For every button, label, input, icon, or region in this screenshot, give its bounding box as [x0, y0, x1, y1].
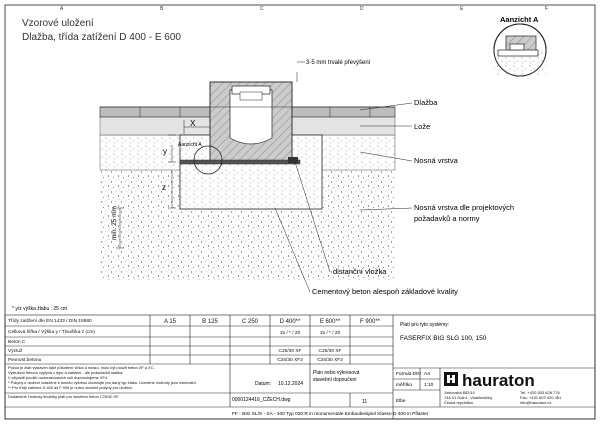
drawing-title: Vzorové uložení [22, 18, 94, 29]
table-row3-label: Výztuž [8, 348, 23, 354]
note-line: V případě použití rozmrazovacích solí do… [8, 375, 108, 380]
leader-lines [274, 102, 413, 293]
note-line: ** Pro třídy zatížení D 400 až F 900 je … [8, 385, 133, 390]
format-label: Formát DIN [396, 371, 421, 377]
class-c250: C 250 [242, 319, 259, 325]
footer-code: FF - BIG SL/S - SA - 100 Typ 020 R in mo… [232, 411, 429, 417]
grid-letter: C [260, 6, 264, 12]
callout-paving: Dlažba [414, 98, 438, 107]
product-label: Platí pro tyto systémy: [400, 322, 449, 328]
grid-letter: A [60, 6, 64, 12]
date-label: Datum: [255, 381, 271, 387]
dim-y-label: y [163, 147, 167, 156]
grid-letter: B [160, 6, 164, 12]
aanzicht-a-label: Aanzicht A [500, 15, 539, 24]
date-value: 10.12.2024 [278, 381, 303, 387]
cell-e-row3: C25/30 XF [319, 348, 342, 354]
aanzicht-a-inset: Aanzicht A [493, 15, 547, 77]
scale-label: měřítko [396, 382, 412, 388]
contact-line: Fax: +420 603 420 451 [520, 395, 562, 400]
table-header-desc: Třídy zatížení dle EN 1433 / DIN 19580 [8, 318, 92, 324]
table-row4-label: Pevnost betonu [8, 357, 42, 363]
drawing-number: 0000124416_CZECH.dwg [232, 397, 291, 403]
company-name: hauraton [462, 371, 535, 390]
class-e600: E 600** [320, 319, 341, 325]
callout-concrete: Cementový beton alespoň základové kvalit… [312, 287, 458, 296]
grid-letter: F [545, 6, 548, 12]
class-b125: B 125 [202, 319, 218, 325]
stamp-line-1: Plán nebo výkresová [313, 370, 360, 376]
dimension-note: 3-5 mm trvalé převýšení [306, 60, 371, 66]
note-line: Pokud je žlab vystaven také působení vlh… [8, 365, 155, 370]
address-line: 748 01 Dolní - Vsačkovičky [444, 395, 492, 400]
class-a15: A 15 [164, 319, 177, 325]
note-line: * Pokyny k uložení vztažené k tomuto výk… [8, 380, 197, 385]
sheet-number: 11 [362, 399, 367, 405]
scale-value: 1:10 [424, 382, 434, 388]
callout-bedding: Lože [414, 122, 430, 131]
contact-line: Tel. +420 553 628 776 [520, 390, 560, 395]
note-line: Vyztužení betonu vyplývá z typu a zatíže… [8, 370, 123, 375]
dim-x-label: X [190, 119, 196, 128]
callout-project-base-1: Nosná vrstva dle projektových [414, 203, 514, 212]
dim-z-label: z [162, 183, 166, 192]
grid-letter: D [360, 6, 364, 12]
stamp-line-2: stavební dopoučení [313, 377, 357, 383]
address-line: Jinkovská 852/10 [444, 390, 476, 395]
cell-d-row2: 15 / * / 20 [280, 330, 301, 336]
grid-letters: A B C D E F [60, 6, 548, 12]
cell-e-row4: C25/30 XF3 [317, 357, 343, 363]
cell-d-row3: C25/30 XF [279, 348, 302, 354]
grid-letter: E [460, 6, 464, 12]
class-d400: D 400** [280, 319, 301, 325]
detail-a-label: Aanzicht A [178, 142, 202, 148]
callout-base-layer: Nosná vrstva [414, 156, 459, 165]
product-name: FASERFIX BIG SLG 100, 150 [400, 335, 487, 342]
dim-min-label: min. 25 mm [111, 206, 118, 240]
table-row2-label: Beton C [8, 339, 26, 345]
callout-project-base-2: požadavků a normy [414, 214, 480, 223]
contact-line: info@hauraton.cz [520, 400, 551, 405]
cross-section: Aanzicht A [99, 81, 396, 280]
cell-e-row2: 15 / * / 20 [320, 330, 341, 336]
elbe-label: Elbe [396, 398, 406, 404]
hauraton-logo: hauraton [444, 371, 535, 390]
note-line: Dodatečné Hodnoty tloušťky platí pro sta… [8, 394, 119, 399]
dimensions [116, 61, 305, 249]
cell-d-row4: C25/30 XF3 [277, 357, 303, 363]
callout-spacer: distanční vložka [333, 267, 387, 276]
footnote: * y/z výška žlabu : 25 cm [12, 306, 67, 312]
format-value: A4 [424, 371, 430, 377]
title-block [4, 314, 596, 420]
callouts: Dlažba Lože Nosná vrstva Nosná vrstva dl… [312, 98, 514, 296]
table-class-row-label: Celková šířka / Výška y / Tloušťka z (cm… [8, 329, 95, 335]
class-f900: F 900** [360, 319, 381, 325]
address-line: Česká republika [444, 400, 473, 405]
drawing-subtitle: Dlažba, třída zatížení D 400 - E 600 [22, 32, 181, 43]
notes: Pokud je žlab vystaven také působení vlh… [8, 365, 197, 399]
